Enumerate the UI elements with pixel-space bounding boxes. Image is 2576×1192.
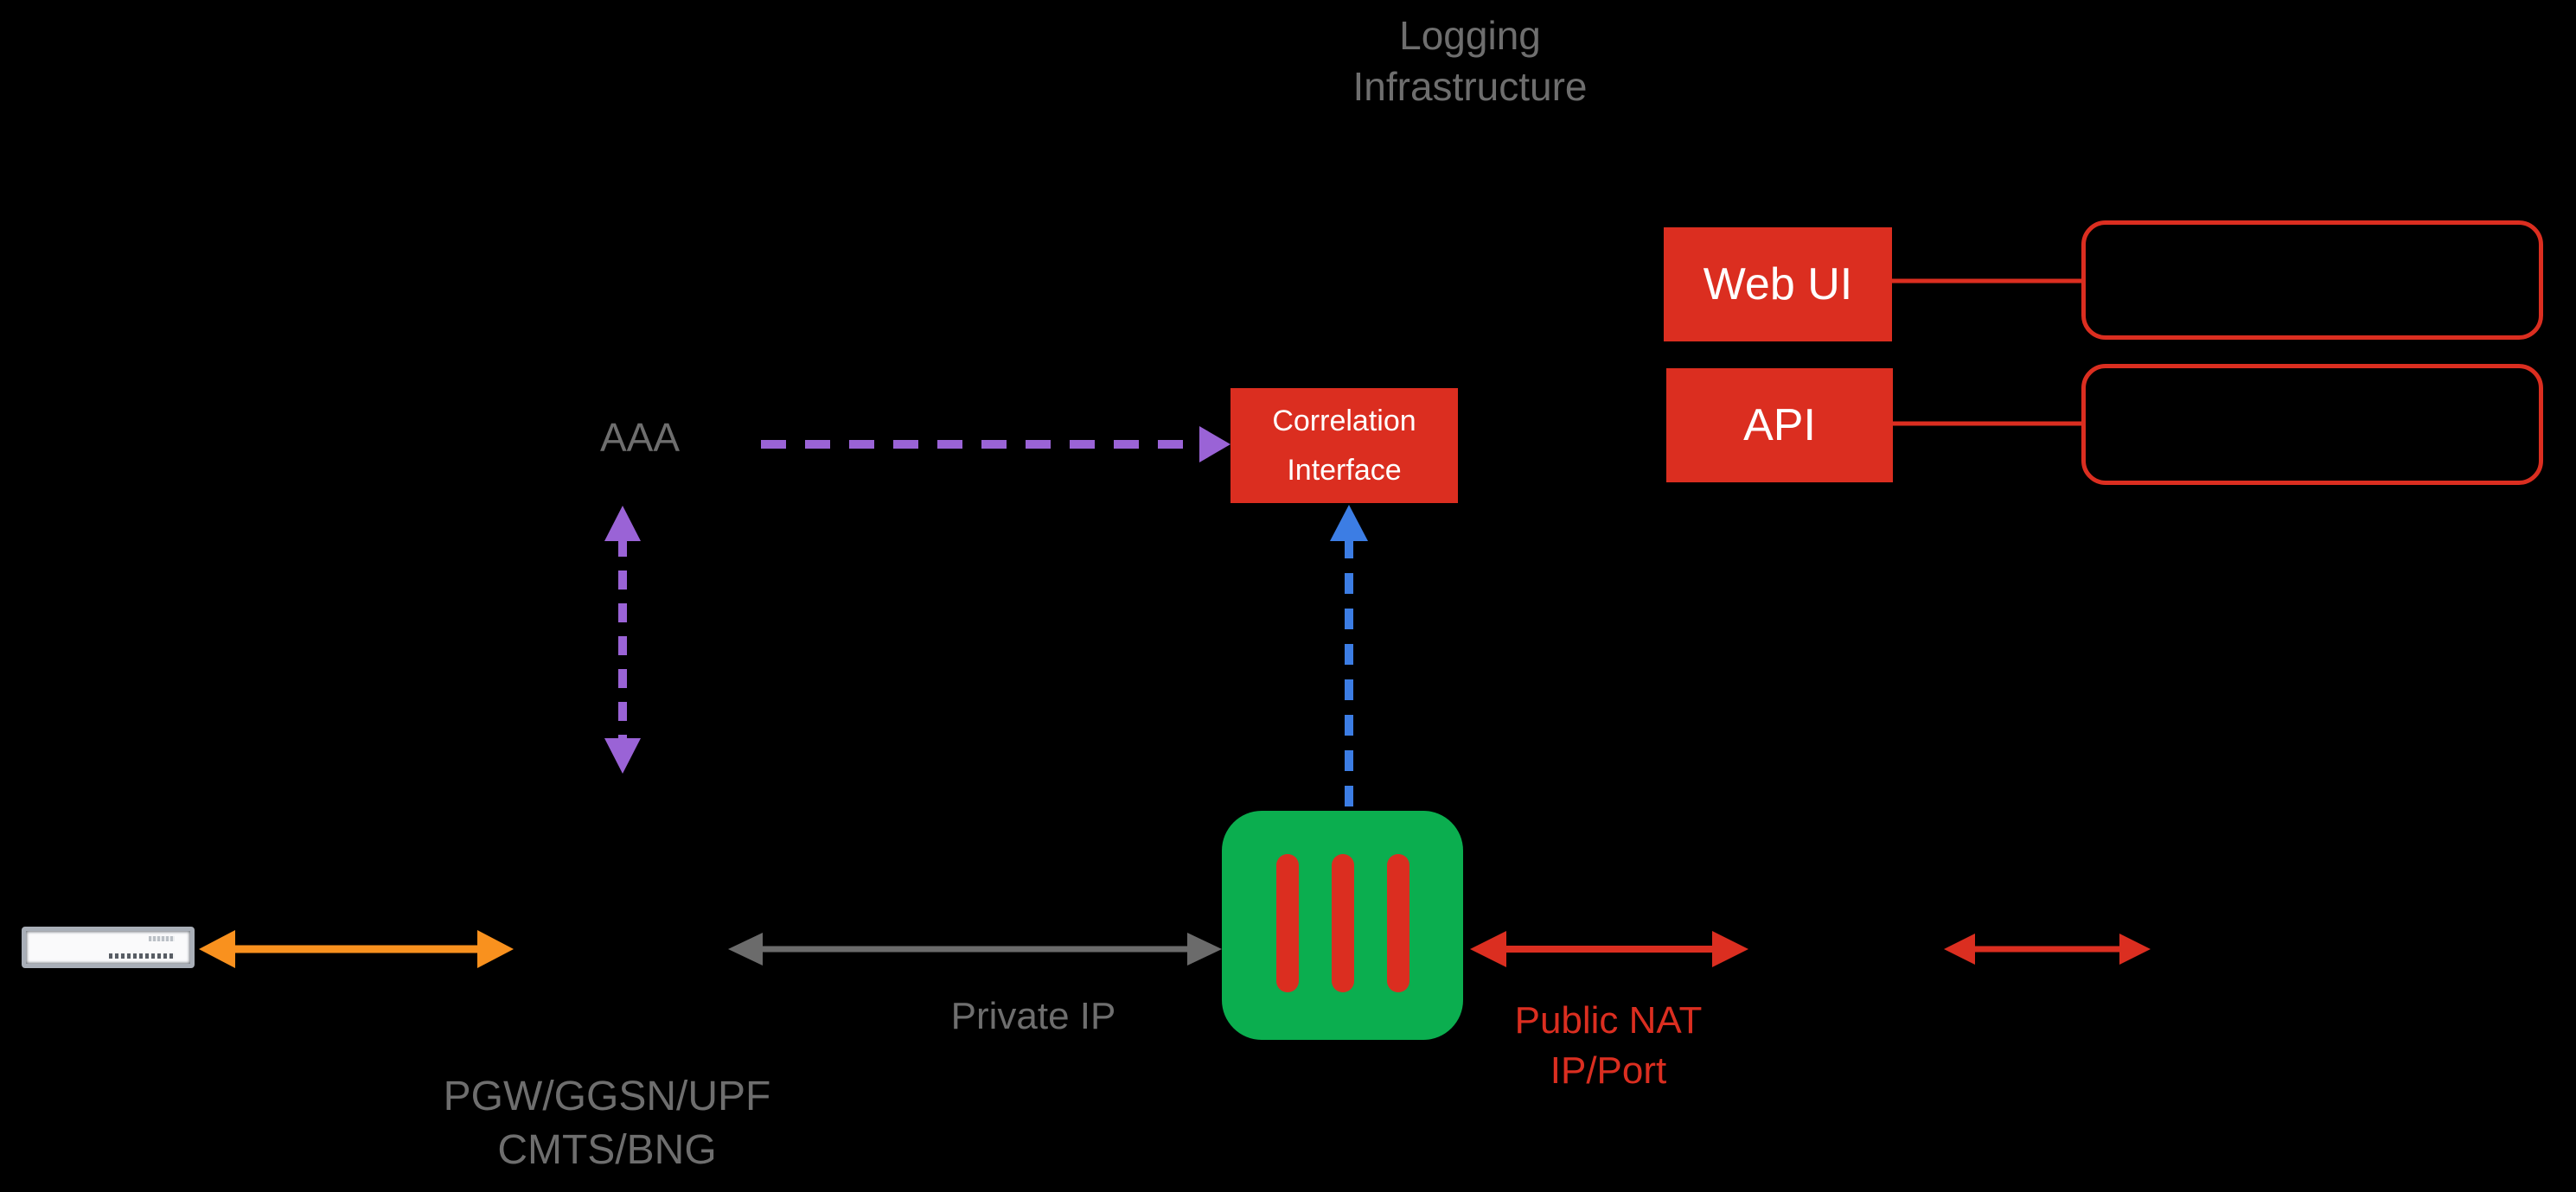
web-ui-node: Web UI [1664,227,1892,341]
nat-bar-1 [1275,854,1299,992]
public-nat-arrow [1470,931,1748,967]
modem-ports-detail [109,953,175,959]
pgw-line-1: PGW/GGSN/UPF [443,1074,771,1119]
web-ui-outline-box [2081,220,2543,340]
title-line-2: Infrastructure [1352,64,1588,109]
modem-vent-detail [149,936,175,941]
modem-device-icon [22,927,195,968]
logging-infrastructure-title: Logging Infrastructure [1254,10,1686,112]
aaa-node-label: AAA [599,415,681,460]
correlation-line-1: Correlation [1272,404,1416,437]
correlation-interface-node: Correlation Interface [1230,388,1458,503]
nat-correlation-arrow [1330,505,1368,811]
public-nat-label: Public NAT IP/Port [1470,996,1747,1096]
api-outline-box [2081,364,2543,485]
nat-firewall-icon [1222,811,1463,1040]
device-pgw-arrow [199,930,514,968]
web-ui-label: Web UI [1703,259,1853,309]
private-ip-label: Private IP [950,995,1116,1037]
aaa-pgw-arrow [604,506,641,774]
private-ip-arrow [728,933,1222,966]
correlation-line-2: Interface [1287,453,1402,487]
api-label: API [1743,400,1816,450]
pgw-line-2: CMTS/BNG [497,1127,717,1173]
public-nat-line-1: Public NAT [1514,999,1703,1042]
title-line-1: Logging [1399,13,1541,58]
internet-arrow [1944,934,2151,965]
pgw-node-label: PGW/GGSN/UPF CMTS/BNG [391,1070,823,1177]
aaa-correlation-arrow [761,426,1230,462]
public-nat-line-2: IP/Port [1550,1049,1667,1092]
api-node: API [1666,368,1893,482]
nat-bar-2 [1331,854,1354,992]
nat-bar-3 [1386,854,1409,992]
